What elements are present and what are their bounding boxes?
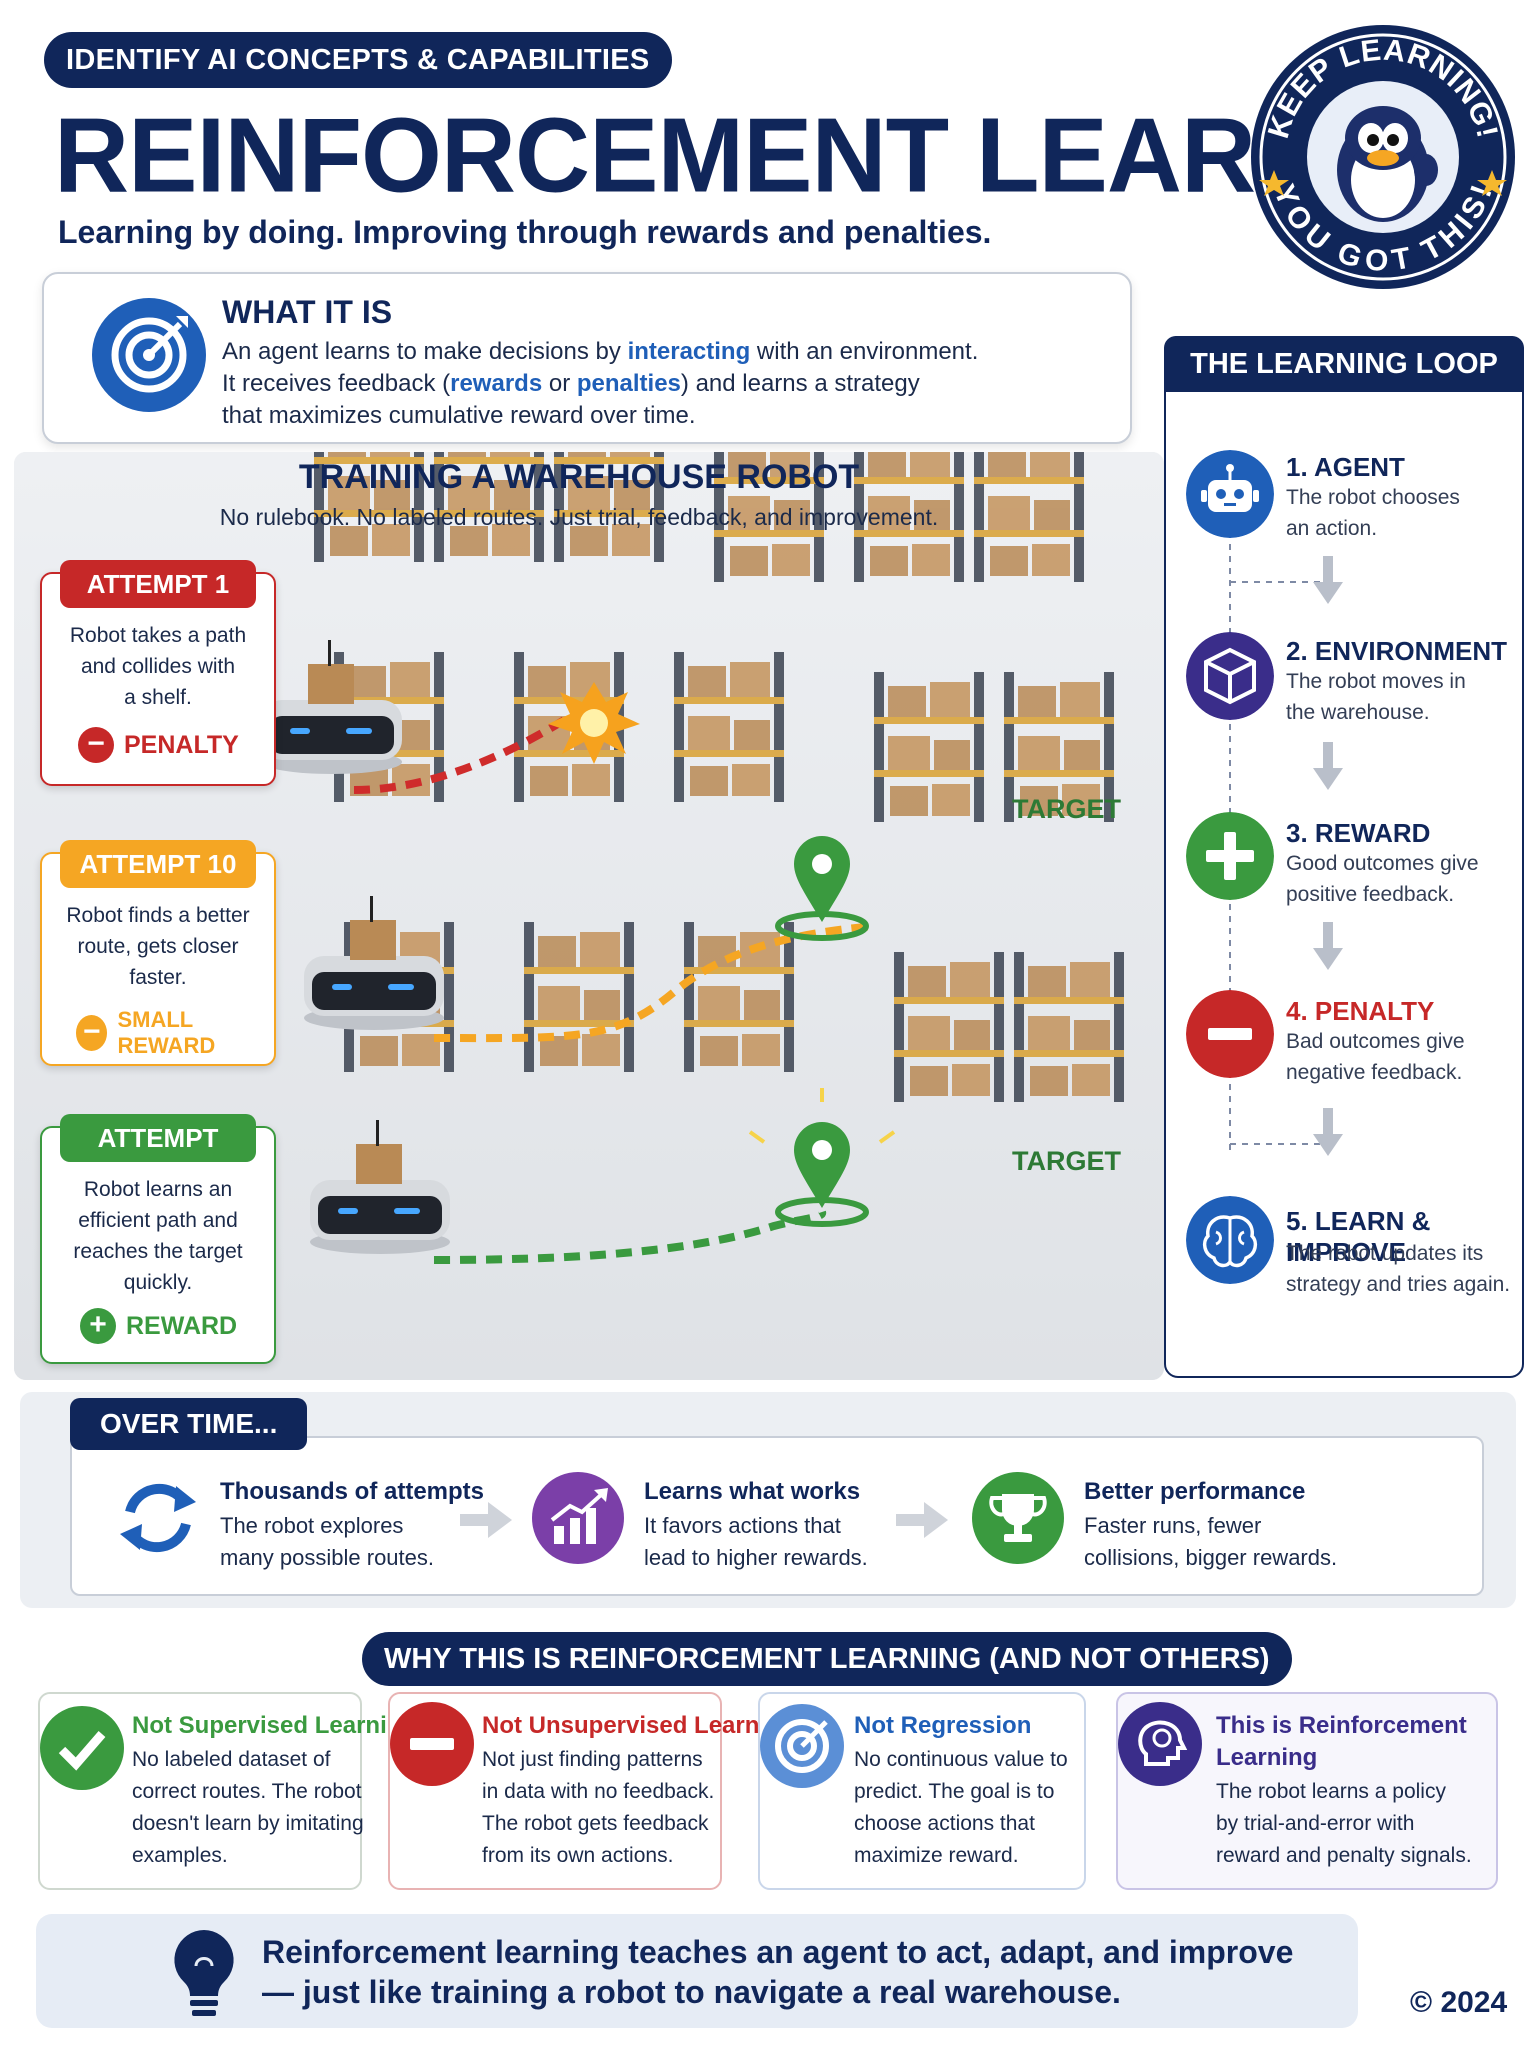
attempt-result: − SMALL REWARD (76, 1007, 274, 1059)
over-time-item-title: Learns what works (644, 1478, 861, 1505)
copyright: © 2024 (1410, 1986, 1508, 2019)
over-time-title: OVER TIME... (70, 1398, 308, 1450)
why-card-title: Not Unsupervised Learning (482, 1712, 796, 1739)
attempt-result: + REWARD (80, 1308, 274, 1344)
arrow-down-icon (1313, 1108, 1343, 1156)
minus-icon (390, 1702, 474, 1786)
target-label: TARGET (1012, 1146, 1121, 1176)
why-card-title: Not Supervised Learning (132, 1712, 417, 1739)
arrow-down-icon (1313, 742, 1343, 790)
plus-icon (1186, 812, 1274, 900)
collision-burst-icon (548, 682, 640, 764)
plus-icon: + (80, 1308, 116, 1344)
loop-step-title: 3. REWARD (1286, 818, 1431, 848)
loop-step-title: 2. ENVIRONMENT (1286, 636, 1508, 666)
penguin-mascot-icon (1337, 106, 1438, 222)
arrow-right-icon (460, 1502, 512, 1538)
what-it-is-title: WHAT IT IS (222, 294, 393, 330)
footer-summary (36, 1914, 1358, 2028)
minus-icon: − (78, 727, 114, 763)
over-time-item-title: Better performance (1084, 1478, 1306, 1505)
trophy-icon (972, 1472, 1064, 1564)
page-subtitle: Learning by doing. Improving through rew… (58, 214, 992, 250)
loop-step-title: 4. PENALTY (1286, 996, 1435, 1026)
target-marker-icon (748, 1088, 896, 1227)
attempt-result: − PENALTY (78, 727, 274, 763)
target-icon (760, 1704, 844, 1788)
attempt-text: Robot takes a path and collides with a s… (69, 624, 247, 709)
over-time-card (70, 1436, 1484, 1596)
why-card-title: Not Regression (854, 1712, 1032, 1739)
robot-icon (1186, 450, 1274, 538)
what-it-is-text: An agent learns to make decisions by int… (222, 338, 979, 429)
attempt-10-card: ATTEMPT 10 Robot finds a better route, g… (40, 840, 276, 1066)
star-icon (1259, 170, 1507, 196)
what-it-is-card (42, 272, 1132, 444)
category-pill: IDENTIFY AI CONCEPTS & CAPABILITIES (44, 32, 672, 88)
cube-icon (1186, 632, 1274, 720)
attempt-1000-card: ATTEMPT 1000+ Robot learns an efficient … (40, 1114, 276, 1364)
arrow-right-icon (896, 1502, 948, 1538)
arrow-down-icon (1313, 556, 1343, 604)
arrow-down-icon (1313, 922, 1343, 970)
why-title: WHY THIS IS REINFORCEMENT LEARNING (AND … (362, 1632, 1292, 1686)
minus-icon (1186, 990, 1274, 1078)
attempt-text: Robot learns an efficient path and reach… (73, 1178, 243, 1294)
keep-learning-badge: KEEP LEARNING! YOU GOT THIS! (1251, 25, 1515, 289)
learning-loop-title: THE LEARNING LOOP (1164, 336, 1524, 392)
over-time-item-title: Thousands of attempts (220, 1478, 485, 1505)
target-icon (92, 298, 206, 412)
loop-step-title: 1. AGENT (1286, 452, 1405, 482)
loop-step-title: 5. LEARN & IMPROVE (1286, 1206, 1431, 1267)
head-brain-icon (1118, 1702, 1202, 1786)
attempt-label: ATTEMPT 1000+ (60, 1114, 256, 1201)
target-marker-icon (775, 836, 869, 941)
lightbulb-icon (174, 1930, 234, 2016)
scene-title: TRAINING A WAREHOUSE ROBOT (298, 458, 860, 496)
checkmark-icon (40, 1706, 124, 1790)
scene-subtitle: No rulebook. No labeled routes. Just tri… (219, 504, 939, 530)
cycle-icon (120, 1483, 196, 1553)
attempt-label: ATTEMPT 10 (60, 840, 256, 888)
attempt-1-card: ATTEMPT 1 Robot takes a path and collide… (40, 560, 276, 786)
target-label: TARGET (1012, 794, 1121, 824)
footer-text: Reinforcement learning teaches an agent … (262, 1934, 1294, 2010)
minus-icon: − (76, 1015, 108, 1051)
why-card-title: This is Reinforcement Learning (1216, 1712, 1467, 1771)
brain-icon (1186, 1196, 1274, 1284)
attempt-label: ATTEMPT 1 (60, 560, 256, 608)
growth-chart-icon (532, 1472, 624, 1564)
attempt-text: Robot finds a better route, gets closer … (66, 904, 250, 989)
